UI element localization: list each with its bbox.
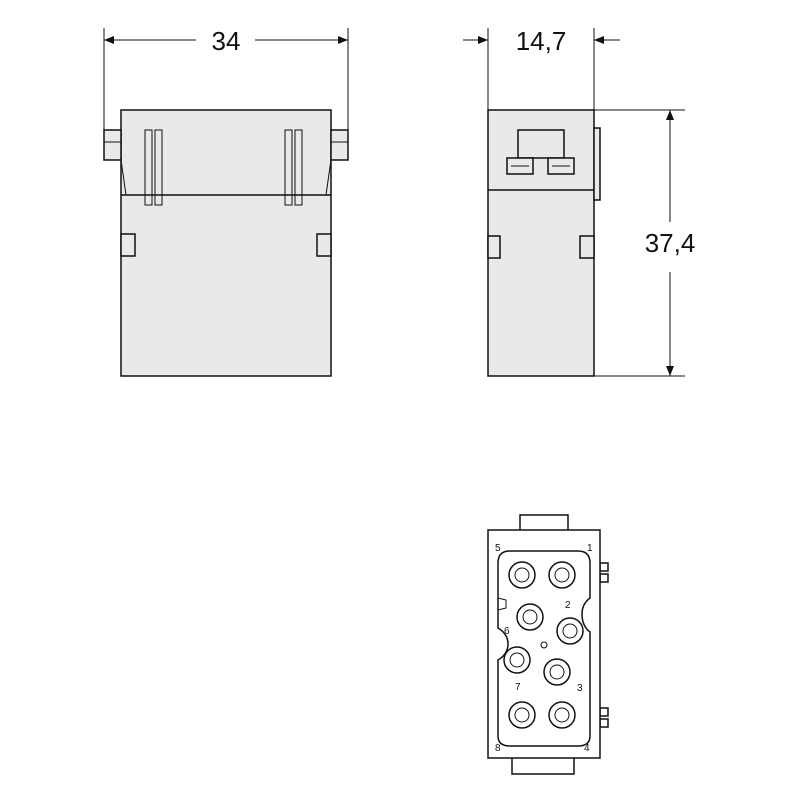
depth-dimension-label: 14,7 <box>516 26 567 56</box>
contact-hole-1 <box>548 561 576 589</box>
pin-label-2: 2 <box>565 600 571 611</box>
mating-face-view: 1 2 3 4 5 6 7 8 <box>487 514 609 775</box>
front-view-window-left <box>120 233 136 257</box>
pin-label-5: 5 <box>495 543 501 554</box>
contact-hole-8 <box>508 701 536 729</box>
front-view-window-right <box>316 233 332 257</box>
pin-label-7: 7 <box>515 682 521 693</box>
side-view-edge <box>593 127 601 201</box>
side-view-latch <box>517 129 565 159</box>
contact-hole-6 <box>516 603 544 631</box>
side-view-window-left <box>487 235 501 259</box>
contact-hole-4 <box>548 701 576 729</box>
front-view-latch-left <box>103 129 122 161</box>
contact-hole-3 <box>543 658 571 686</box>
contact-hole-2 <box>556 617 584 645</box>
pin-label-4: 4 <box>584 743 590 754</box>
front-view <box>103 109 349 377</box>
side-view <box>487 109 601 377</box>
front-view-body <box>120 109 332 377</box>
width-dimension-label: 34 <box>212 26 241 56</box>
front-view-slot <box>144 129 153 206</box>
contact-hole-7 <box>503 646 531 674</box>
front-view-latch-right <box>330 129 349 161</box>
front-view-slot <box>284 129 293 206</box>
pin-label-3: 3 <box>577 683 583 694</box>
front-view-slot <box>294 129 303 206</box>
height-dimension-label: 37,4 <box>645 228 696 258</box>
front-view-slot <box>154 129 163 206</box>
face-tab-top <box>519 514 569 532</box>
depth-dimension: 14,7 <box>463 26 620 110</box>
side-view-window-right <box>579 235 595 259</box>
contact-hole-5 <box>508 561 536 589</box>
coding-dot <box>540 641 548 649</box>
pin-label-8: 8 <box>495 743 501 754</box>
width-dimension: 34 <box>103 26 349 130</box>
pin-label-6: 6 <box>504 626 510 637</box>
pin-label-1: 1 <box>587 543 593 554</box>
height-dimension: 37,4 <box>594 109 696 377</box>
